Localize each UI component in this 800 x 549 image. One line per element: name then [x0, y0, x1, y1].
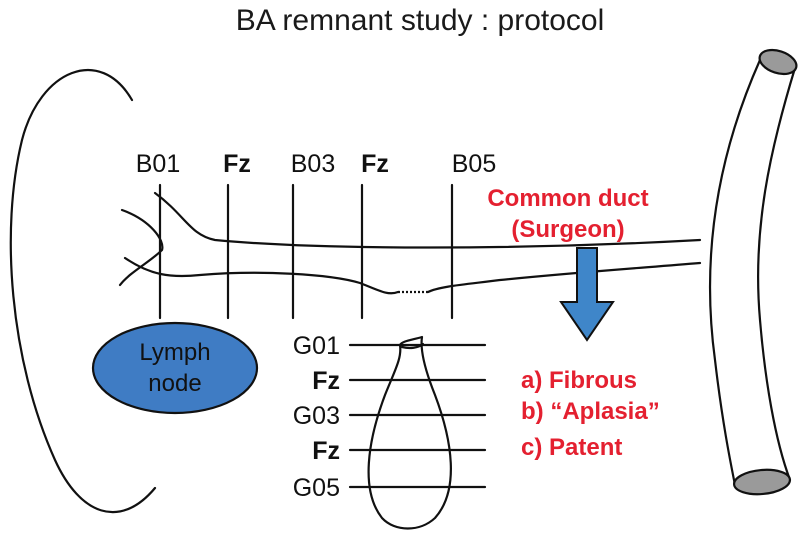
outcome-aplasia: b) “Aplasia” — [521, 398, 660, 425]
gb-label-g05: G05 — [293, 474, 340, 502]
common-duct-label: Common duct — [487, 185, 648, 212]
gallbladder — [367, 335, 452, 530]
lymph-node-label-line2: node — [148, 370, 201, 397]
section-label-b03: B03 — [291, 150, 335, 178]
section-label-fz-2: Fz — [361, 150, 389, 178]
section-label-b05: B05 — [452, 150, 496, 178]
section-label-b01: B01 — [136, 150, 180, 178]
section-label-fz-1: Fz — [223, 150, 251, 178]
diagram-title: BA remnant study : protocol — [236, 4, 605, 37]
outcome-patent: c) Patent — [521, 434, 622, 461]
gallbladder-section-lines — [348, 343, 487, 489]
common-duct-sublabel: (Surgeon) — [511, 216, 624, 243]
bile-duct-remnant — [118, 191, 702, 295]
lymph-node-label-line1: Lymph — [139, 339, 210, 366]
gb-label-g01: G01 — [293, 332, 340, 360]
down-arrow-icon — [559, 247, 615, 342]
gb-label-g03: G03 — [293, 402, 340, 430]
outcome-fibrous: a) Fibrous — [521, 367, 637, 394]
gb-label-fz-2: Fz — [312, 437, 340, 465]
gb-label-fz-1: Fz — [312, 367, 340, 395]
bile-duct-section-lines — [158, 183, 454, 320]
liver-outline — [9, 69, 157, 514]
duodenum-tube — [708, 48, 798, 496]
lymph-node — [91, 321, 259, 415]
